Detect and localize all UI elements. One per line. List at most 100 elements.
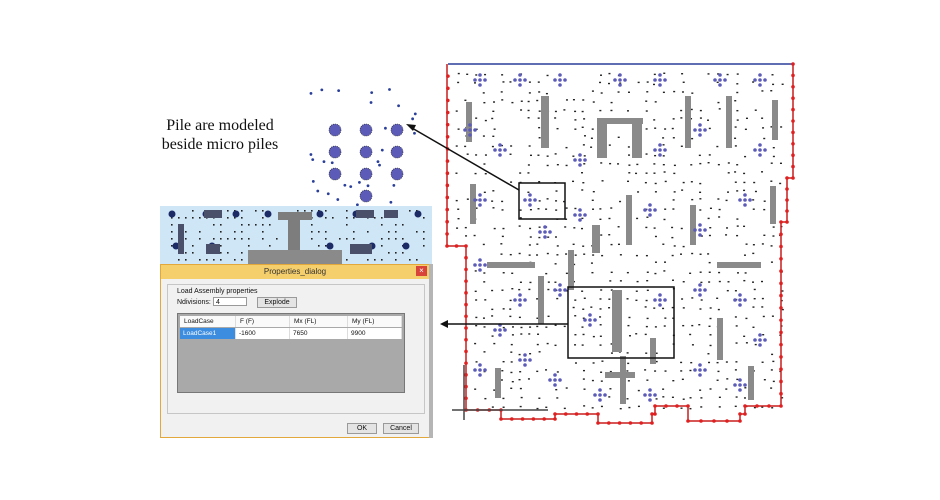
grid-dot	[690, 361, 693, 364]
grid-dot	[662, 144, 665, 146]
grid-dot	[591, 379, 594, 382]
grid-dot	[645, 299, 648, 302]
panel-dot	[304, 210, 306, 212]
pile-marker	[473, 263, 477, 267]
grid-dot	[627, 91, 630, 93]
grid-dot	[493, 227, 496, 230]
grid-dot	[709, 226, 712, 229]
grid-dot	[528, 244, 531, 246]
panel-dot	[206, 259, 208, 261]
boundary-node	[650, 412, 654, 416]
grid-dot	[483, 272, 486, 274]
grid-dot	[475, 299, 478, 301]
column-strip	[597, 120, 607, 158]
grid-cell-loadcase[interactable]: LoadCase1	[180, 328, 236, 339]
grid-dot	[637, 191, 640, 193]
close-button[interactable]: ×	[416, 266, 427, 276]
grid-dot	[574, 315, 577, 317]
panel-dot	[339, 238, 341, 240]
grid-dot	[610, 289, 613, 291]
ok-button[interactable]: OK	[347, 423, 377, 434]
grid-dot	[736, 83, 739, 85]
boundary-node	[464, 244, 468, 248]
grid-dot	[556, 371, 559, 373]
grid-dot	[582, 369, 585, 372]
cancel-button[interactable]: Cancel	[383, 423, 419, 434]
grid-dot	[707, 119, 710, 121]
grid-dot	[457, 72, 460, 75]
grid-dot	[646, 271, 649, 273]
grid-dot	[582, 182, 585, 184]
grid-dot	[608, 298, 611, 300]
boundary-node	[510, 417, 514, 421]
pile-marker	[558, 283, 562, 287]
panel-dot	[409, 210, 411, 212]
explode-button[interactable]: Explode	[257, 297, 297, 308]
boundary-node	[445, 219, 449, 224]
grid-dot	[455, 110, 458, 112]
pile-marker	[698, 123, 702, 127]
grid-dot	[536, 99, 539, 102]
boundary-node	[779, 342, 783, 347]
grid-dot	[654, 191, 657, 193]
grid-cell-f[interactable]: -1600	[236, 328, 290, 339]
pile-marker	[693, 128, 697, 132]
boundary-node	[779, 367, 783, 372]
boundary-node	[785, 187, 789, 191]
grid-dot	[734, 100, 737, 102]
pile-marker	[493, 148, 497, 152]
panel-dot	[185, 252, 187, 254]
grid-dot	[466, 153, 469, 155]
pile-marker	[758, 148, 762, 152]
column-strip	[487, 262, 535, 268]
grid-header-mx[interactable]: Mx (FL)	[290, 316, 348, 327]
grid-dot	[527, 164, 530, 166]
pile-marker	[653, 148, 657, 152]
grid-header-f[interactable]: F (F)	[236, 316, 290, 327]
boundary-node	[725, 419, 729, 423]
ndivisions-input[interactable]: 4	[213, 297, 247, 306]
grid-dot	[709, 388, 712, 390]
grid-dot	[689, 397, 692, 399]
grid-dot	[483, 281, 486, 283]
grid-dot	[626, 110, 629, 112]
grid-dot	[608, 234, 611, 236]
grid-dot	[673, 245, 676, 247]
dialog-titlebar[interactable]: Properties_dialog ×	[161, 265, 429, 279]
grid-dot	[582, 144, 585, 146]
micro-pile	[311, 179, 315, 183]
grid-dot	[599, 308, 602, 310]
boundary-node	[785, 198, 789, 202]
grid-dot	[582, 317, 585, 319]
grid-dot	[681, 189, 684, 191]
grid-header-loadcase[interactable]: LoadCase	[180, 316, 236, 327]
grid-dot	[500, 144, 503, 147]
micro-pile	[322, 160, 326, 164]
grid-dot	[689, 369, 692, 372]
pile-marker	[478, 203, 482, 207]
pile-marker	[738, 298, 742, 302]
grid-cell-mx[interactable]: 7650	[290, 328, 348, 339]
grid-cell-my[interactable]: 9900	[348, 328, 402, 339]
grid-dot	[519, 387, 522, 390]
panel-dot	[199, 231, 201, 233]
micro-pile	[413, 131, 416, 135]
panel-dot	[374, 217, 376, 219]
grid-dot	[511, 288, 514, 290]
grid-dot	[519, 281, 522, 283]
grid-dot	[520, 333, 523, 335]
grid-dot	[772, 146, 775, 149]
grid-dot	[563, 407, 566, 410]
panel-dot	[269, 245, 271, 247]
column-strip	[538, 276, 544, 324]
grid-header-my[interactable]: My (FL)	[348, 316, 402, 327]
grid-dot	[664, 370, 667, 372]
pile-marker	[723, 78, 727, 82]
pile-marker	[478, 368, 482, 372]
grid-dot	[601, 254, 604, 257]
boundary-node	[686, 404, 690, 408]
grid-dot	[662, 163, 665, 166]
grid-dot	[671, 226, 674, 229]
panel-column	[206, 244, 220, 254]
grid-dot	[610, 343, 613, 345]
